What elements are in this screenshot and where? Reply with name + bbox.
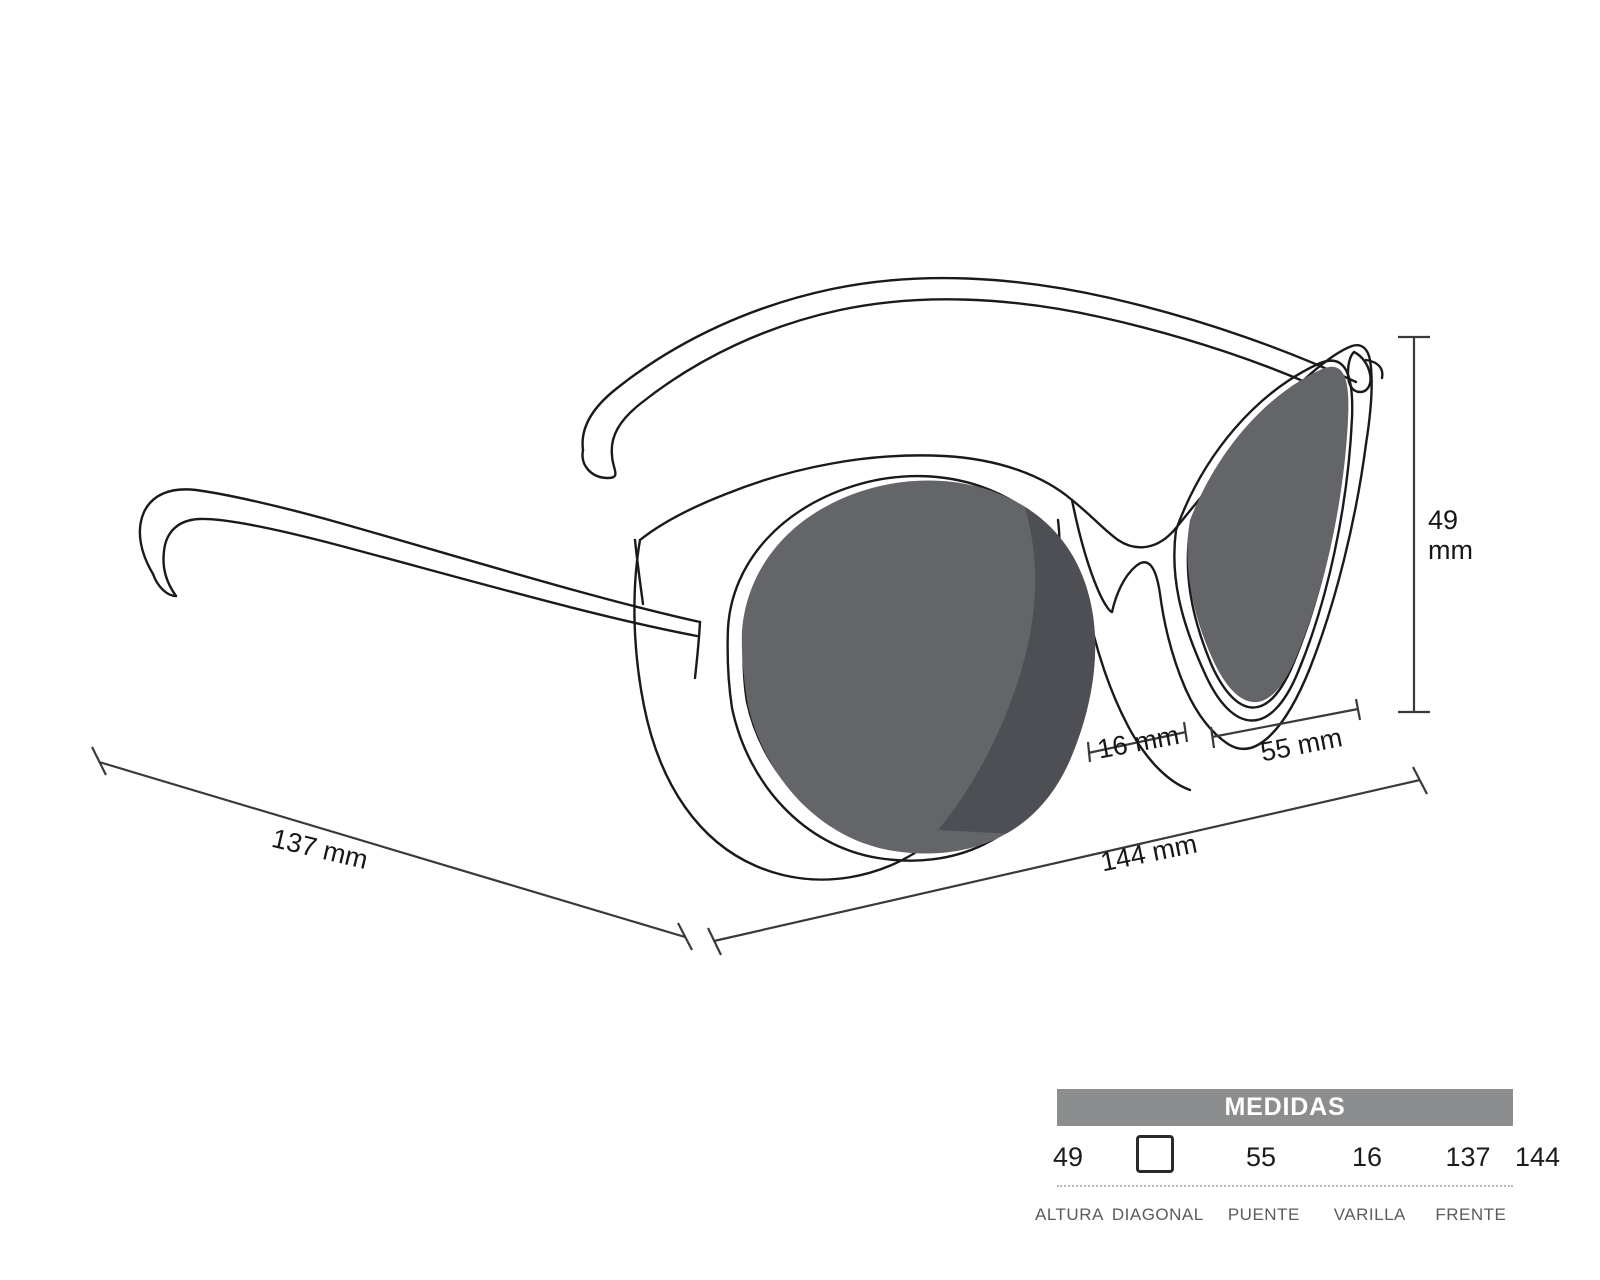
hinge (1346, 350, 1384, 394)
measures-table-values-row: 49 55 16 137 144 (1035, 1126, 1560, 1185)
measures-table: MEDIDAS 49 55 16 137 144 ALTURA DIAGONAL… (1035, 1089, 1560, 1235)
dimension-label-height-value: 49 (1428, 505, 1459, 535)
measures-value-diagonal (1101, 1135, 1209, 1180)
measures-label-puente: PUENTE (1227, 1205, 1300, 1224)
measures-value-varilla: 16 (1351, 1142, 1383, 1172)
measures-table-title: MEDIDAS (1224, 1093, 1346, 1121)
near-temple-arm (138, 488, 702, 680)
dimension-line-front (707, 766, 1428, 956)
measures-label-diagonal: DIAGONAL (1111, 1205, 1204, 1224)
dimension-line-lens (1209, 698, 1362, 749)
measures-label-frente: FRENTE (1435, 1205, 1507, 1224)
measures-table-header: MEDIDAS (1057, 1089, 1513, 1126)
measures-value-altura: 49 (1052, 1142, 1084, 1172)
measures-value-frente: 137 (1445, 1142, 1491, 1172)
measures-table-labels-row: ALTURA DIAGONAL PUENTE VARILLA FRENTE (1035, 1187, 1513, 1235)
dimension-line-temple (91, 746, 693, 951)
dimension-line-bridge (1086, 721, 1189, 763)
right-lens (1187, 366, 1349, 703)
dimension-label-height-unit: mm (1428, 535, 1473, 566)
measures-label-altura: ALTURA (1035, 1205, 1104, 1224)
dimension-label-height: 49 mm (1428, 505, 1473, 565)
dimension-line-height (1398, 335, 1430, 714)
measures-value-extra: 144 (1515, 1142, 1561, 1172)
square-outline-icon (1136, 1135, 1174, 1173)
measures-label-varilla: VARILLA (1333, 1205, 1406, 1224)
measures-table-divider (1057, 1185, 1513, 1187)
measures-value-puente: 55 (1245, 1142, 1277, 1172)
rear-temple-arm (581, 276, 1358, 480)
